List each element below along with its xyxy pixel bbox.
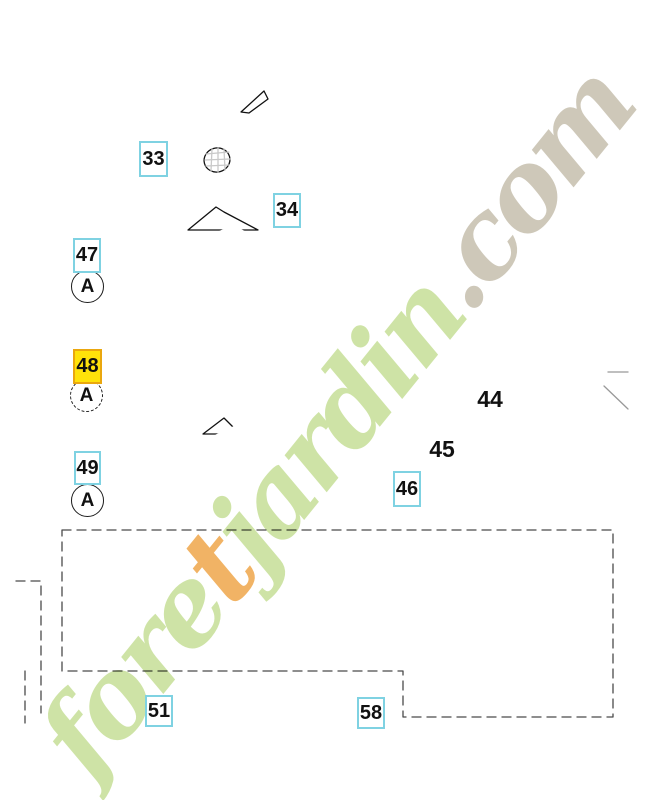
choke-lever [603,371,629,410]
part-44-lever [456,299,510,353]
pump-cover-block [292,599,345,654]
needle-spring [436,590,495,641]
callout-47[interactable]: 47 [73,238,101,273]
callout-45[interactable]: 45 [429,435,455,462]
part-46-valve [321,301,357,335]
callout-49[interactable]: 49 [74,451,101,485]
leader-lines [101,159,472,714]
callout-48-highlighted[interactable]: 48 [73,349,102,384]
needle-screw [520,658,610,703]
part-51-screw [214,600,248,720]
part-47-diaphragm [144,206,322,312]
callout-48-A-marker: A [70,379,103,412]
needle-valve-assembly [372,534,611,703]
crop-boundary-lines [145,78,588,368]
part-48-diaphragm [144,332,322,419]
part-33-screen [203,147,231,173]
part-45-disc [352,271,424,329]
part-49-gasket [142,417,332,522]
callout-44[interactable]: 44 [477,385,503,412]
dashed-group-box [15,529,614,724]
callout-46[interactable]: 46 [393,471,421,507]
part-58-plug [303,658,313,723]
callout-58[interactable]: 58 [357,697,385,729]
needle-washer [489,625,524,663]
callout-33[interactable]: 33 [139,141,168,177]
assembly-pointer-line [290,553,355,654]
part-34-spring [261,111,329,174]
carburetor-top-cutaway [240,90,269,114]
throttle-rod [323,142,473,344]
callout-49-A-marker: A [71,484,104,517]
callout-34[interactable]: 34 [273,193,301,228]
callout-47-A-marker: A [71,270,104,303]
carburetor-body [128,537,362,664]
callout-51[interactable]: 51 [145,695,173,727]
